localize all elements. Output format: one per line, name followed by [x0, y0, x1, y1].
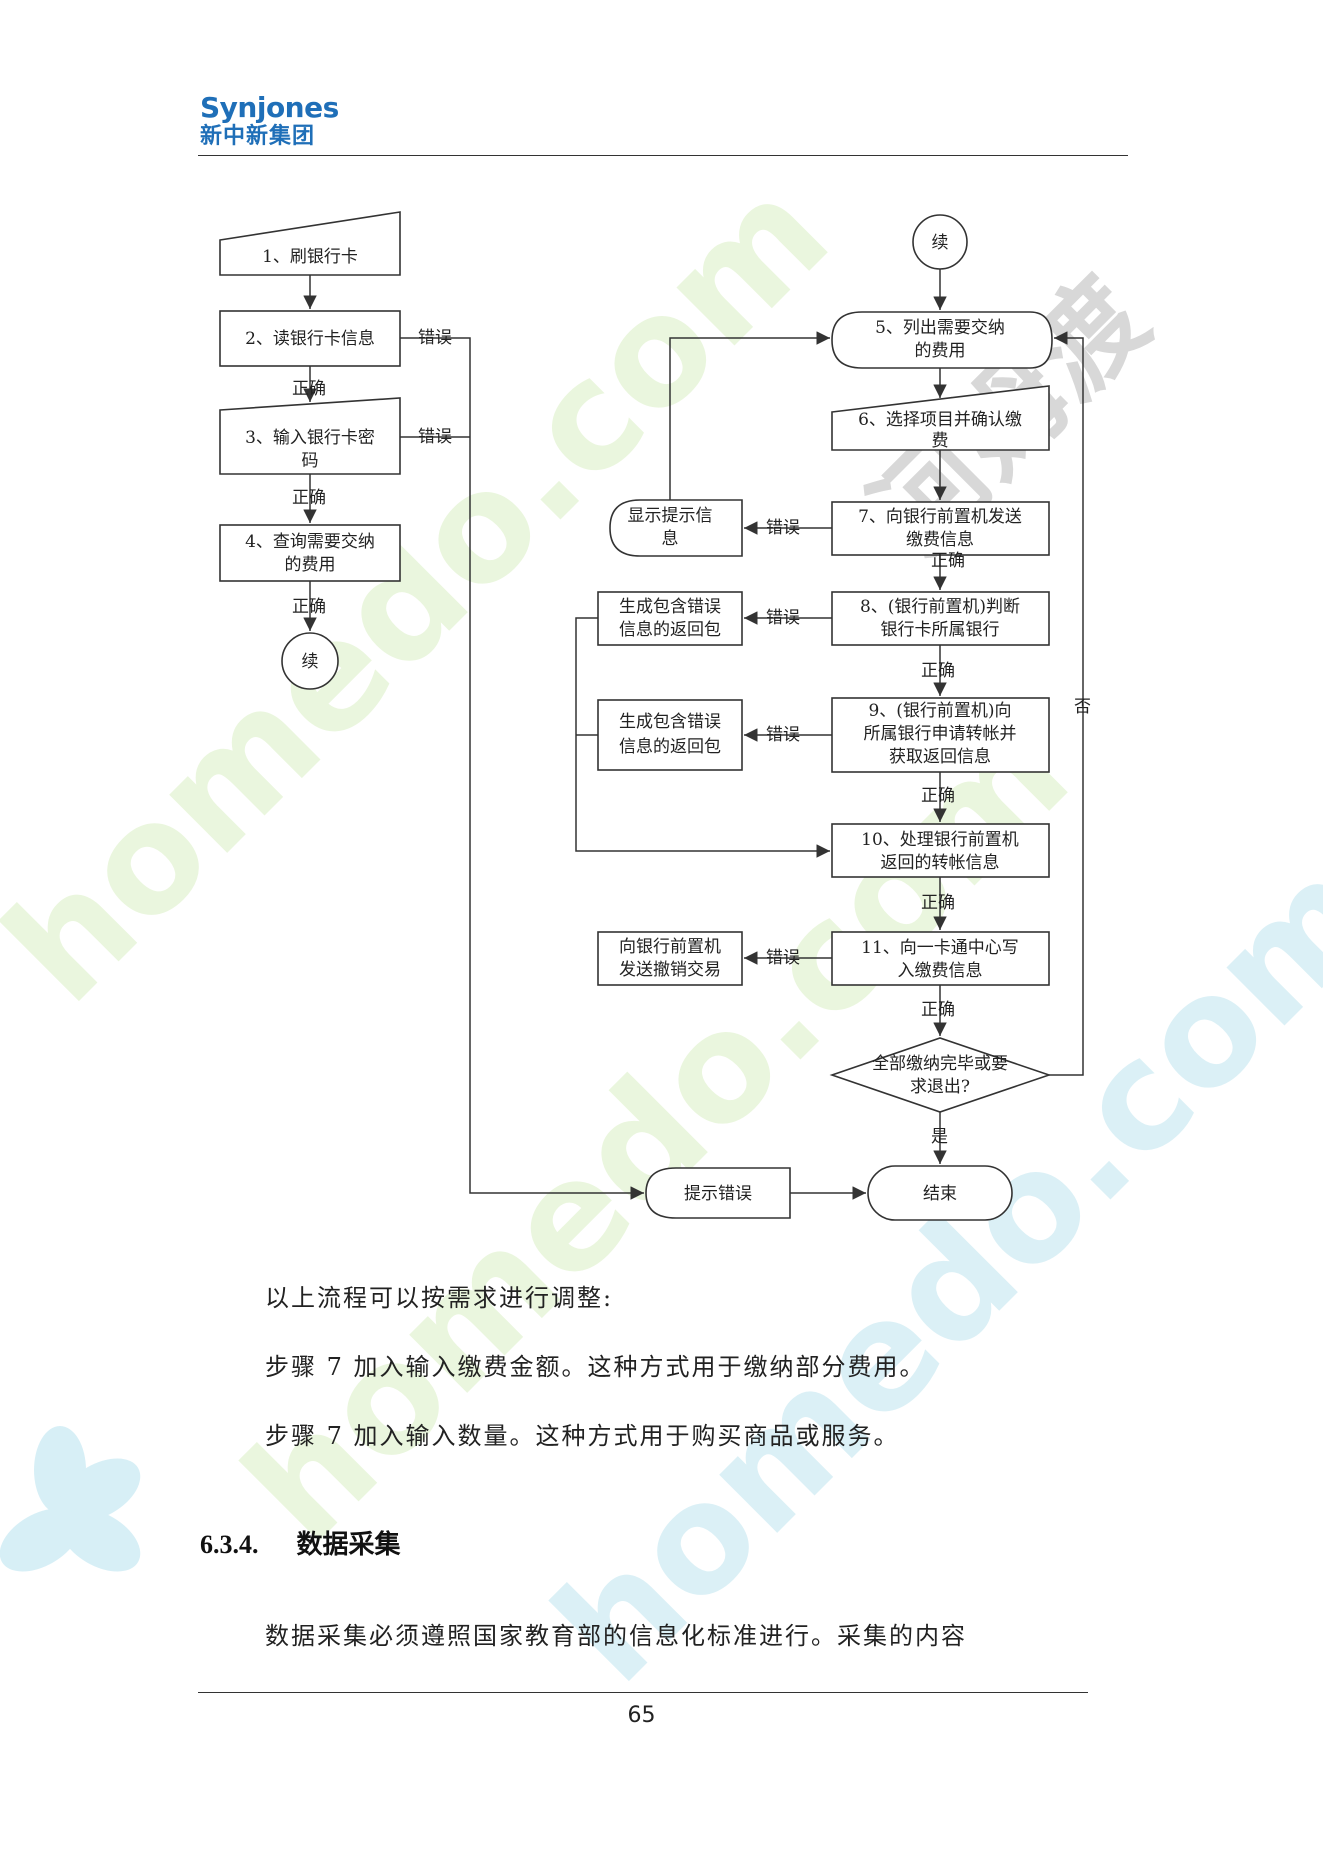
company-logo: Synjones 新中新集团: [200, 92, 339, 150]
paragraph-step7-amount: 步骤 7 加入输入缴费金额。这种方式用于缴纳部分费用。: [265, 1353, 926, 1381]
read-card-box: [219, 310, 401, 367]
label-error-8: 错误: [766, 608, 800, 628]
node-8-label-a: 8、(银行前置机)判断: [860, 597, 1020, 617]
connector-right-label: 续: [932, 233, 949, 253]
label-correct-2-3: 正确: [292, 379, 326, 399]
error-packet-box-2: [597, 699, 743, 771]
label-correct-7-8: 正确: [931, 551, 965, 571]
logo-chinese: 新中新集团: [200, 124, 316, 149]
label-error-3: 错误: [418, 427, 452, 447]
label-correct-8-9: 正确: [921, 661, 955, 681]
process-transfer-box: [831, 823, 1050, 878]
paragraph-adjust: 以上流程可以按需求进行调整:: [265, 1284, 614, 1312]
node-10-label-a: 10、处理银行前置机: [861, 830, 1019, 850]
password-input: [219, 397, 401, 475]
node-6-label-a: 6、选择项目并确认缴: [858, 410, 1022, 430]
node-5-label-b: 的费用: [915, 341, 966, 361]
show-hint-display: [609, 499, 743, 557]
label-correct-11-dia: 正确: [921, 1000, 955, 1020]
logo-english: Synjones: [200, 91, 339, 124]
decision-label-b: 求退出?: [910, 1077, 970, 1097]
cancel-transaction-box: [597, 931, 743, 986]
judge-bank-box: [831, 591, 1050, 646]
node-10-label-b: 返回的转帐信息: [881, 853, 1000, 873]
node-3-label-a: 3、输入银行卡密: [245, 428, 375, 448]
header-rule: [198, 155, 1128, 156]
send-bank-info-box: [831, 501, 1050, 556]
edge-hint-5: [669, 331, 830, 500]
section-number: 6.3.4.: [200, 1530, 259, 1559]
label-error-7: 错误: [766, 518, 800, 538]
footer-rule: [198, 1692, 1088, 1693]
node-9-label-c: 获取返回信息: [889, 747, 991, 767]
paragraph-step7-quantity: 步骤 7 加入输入数量。这种方式用于购买商品或服务。: [265, 1422, 900, 1450]
end-terminal: [867, 1165, 1013, 1221]
label-error-11: 错误: [766, 948, 800, 968]
decision-diamond: [829, 1037, 1052, 1113]
label-no: 否: [1074, 697, 1091, 717]
node-4-label-b: 的费用: [285, 555, 336, 575]
page-number: 65: [627, 1703, 656, 1728]
err1-label-b: 信息的返回包: [619, 620, 721, 640]
query-fee-box: [219, 524, 401, 582]
node-9-label-b: 所属银行申请转帐并: [864, 724, 1017, 744]
select-items-input: [831, 385, 1050, 451]
node-1-label: 1、刷银行卡: [262, 247, 358, 267]
err2-label-b: 信息的返回包: [619, 737, 721, 757]
node-8-label-b: 银行卡所属银行: [881, 620, 1000, 640]
node-11-label-a: 11、向一卡通中心写: [861, 938, 1019, 958]
manual-input-card: [219, 211, 401, 276]
write-card-center-box: [831, 931, 1050, 986]
label-error-2: 错误: [418, 328, 452, 348]
end-terminal-label: 结束: [923, 1184, 957, 1204]
section-heading: 6.3.4. 数据采集: [200, 1524, 401, 1561]
label-yes: 是: [931, 1127, 948, 1147]
transfer-request-box: [831, 697, 1050, 773]
list-fees-display: [831, 311, 1053, 369]
label-error-9: 错误: [766, 725, 800, 745]
node-7-label-a: 7、向银行前置机发送: [858, 507, 1022, 527]
decision-label-a: 全部缴纳完毕或要: [872, 1054, 1008, 1074]
section-title: 数据采集: [296, 1530, 401, 1560]
error-terminal-label: 提示错误: [684, 1184, 752, 1204]
hint-label-a: 显示提示信: [628, 506, 713, 526]
node-6-label-b: 费: [932, 431, 949, 451]
err2-label-a: 生成包含错误: [619, 712, 721, 732]
hint-label-b: 息: [662, 529, 679, 549]
node-5-label-a: 5、列出需要交纳: [875, 318, 1005, 338]
label-correct-4-c: 正确: [292, 597, 326, 617]
cancel-label-b: 发送撤销交易: [619, 960, 721, 980]
node-4-label-a: 4、查询需要交纳: [245, 532, 375, 552]
label-correct-3-4: 正确: [292, 488, 326, 508]
connector-left-label: 续: [302, 652, 319, 672]
node-7-label-b: 缴费信息: [906, 530, 974, 550]
label-correct-10-11: 正确: [921, 893, 955, 913]
paragraph-data-collection: 数据采集必须遵照国家教育部的信息化标准进行。采集的内容: [265, 1622, 967, 1650]
connector-left: [281, 632, 339, 690]
node-3-label-b: 码: [302, 451, 319, 471]
label-correct-9-10: 正确: [921, 786, 955, 806]
node-9-label-a: 9、(银行前置机)向: [868, 701, 1011, 721]
err1-label-a: 生成包含错误: [619, 597, 721, 617]
cancel-label-a: 向银行前置机: [619, 937, 721, 957]
edge-2-error: [400, 337, 644, 1200]
node-11-label-b: 入缴费信息: [898, 961, 983, 981]
edge-dia-loop: [1049, 331, 1084, 1076]
error-terminal: [645, 1167, 791, 1219]
node-2-label: 2、读银行卡信息: [245, 329, 375, 349]
